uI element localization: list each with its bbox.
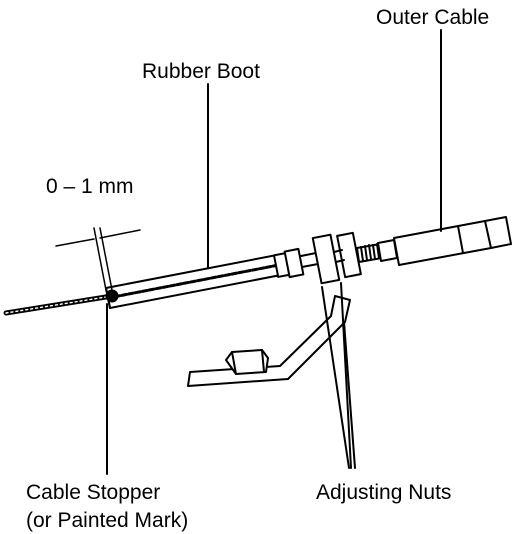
cable-stopper-label: Cable Stopper: [26, 481, 161, 504]
boot-fitting: [273, 247, 319, 279]
dimension-marks: [55, 227, 141, 291]
painted-mark-label: (or Painted Mark): [26, 509, 189, 532]
rubber-boot-label: Rubber Boot: [142, 60, 260, 83]
adjusting-nuts-label: Adjusting Nuts: [316, 481, 452, 504]
adjusting-nut-assembly: [311, 231, 383, 285]
dimension-label: 0 – 1 mm: [46, 175, 134, 198]
rubber-boot: [105, 253, 287, 309]
outer-cable-label: Outer Cable: [376, 6, 490, 29]
outer-cable-housing: [377, 216, 512, 266]
cable-stopper: [105, 289, 119, 303]
bracket-plate: [187, 295, 351, 387]
leader-lines: [106, 29, 442, 475]
